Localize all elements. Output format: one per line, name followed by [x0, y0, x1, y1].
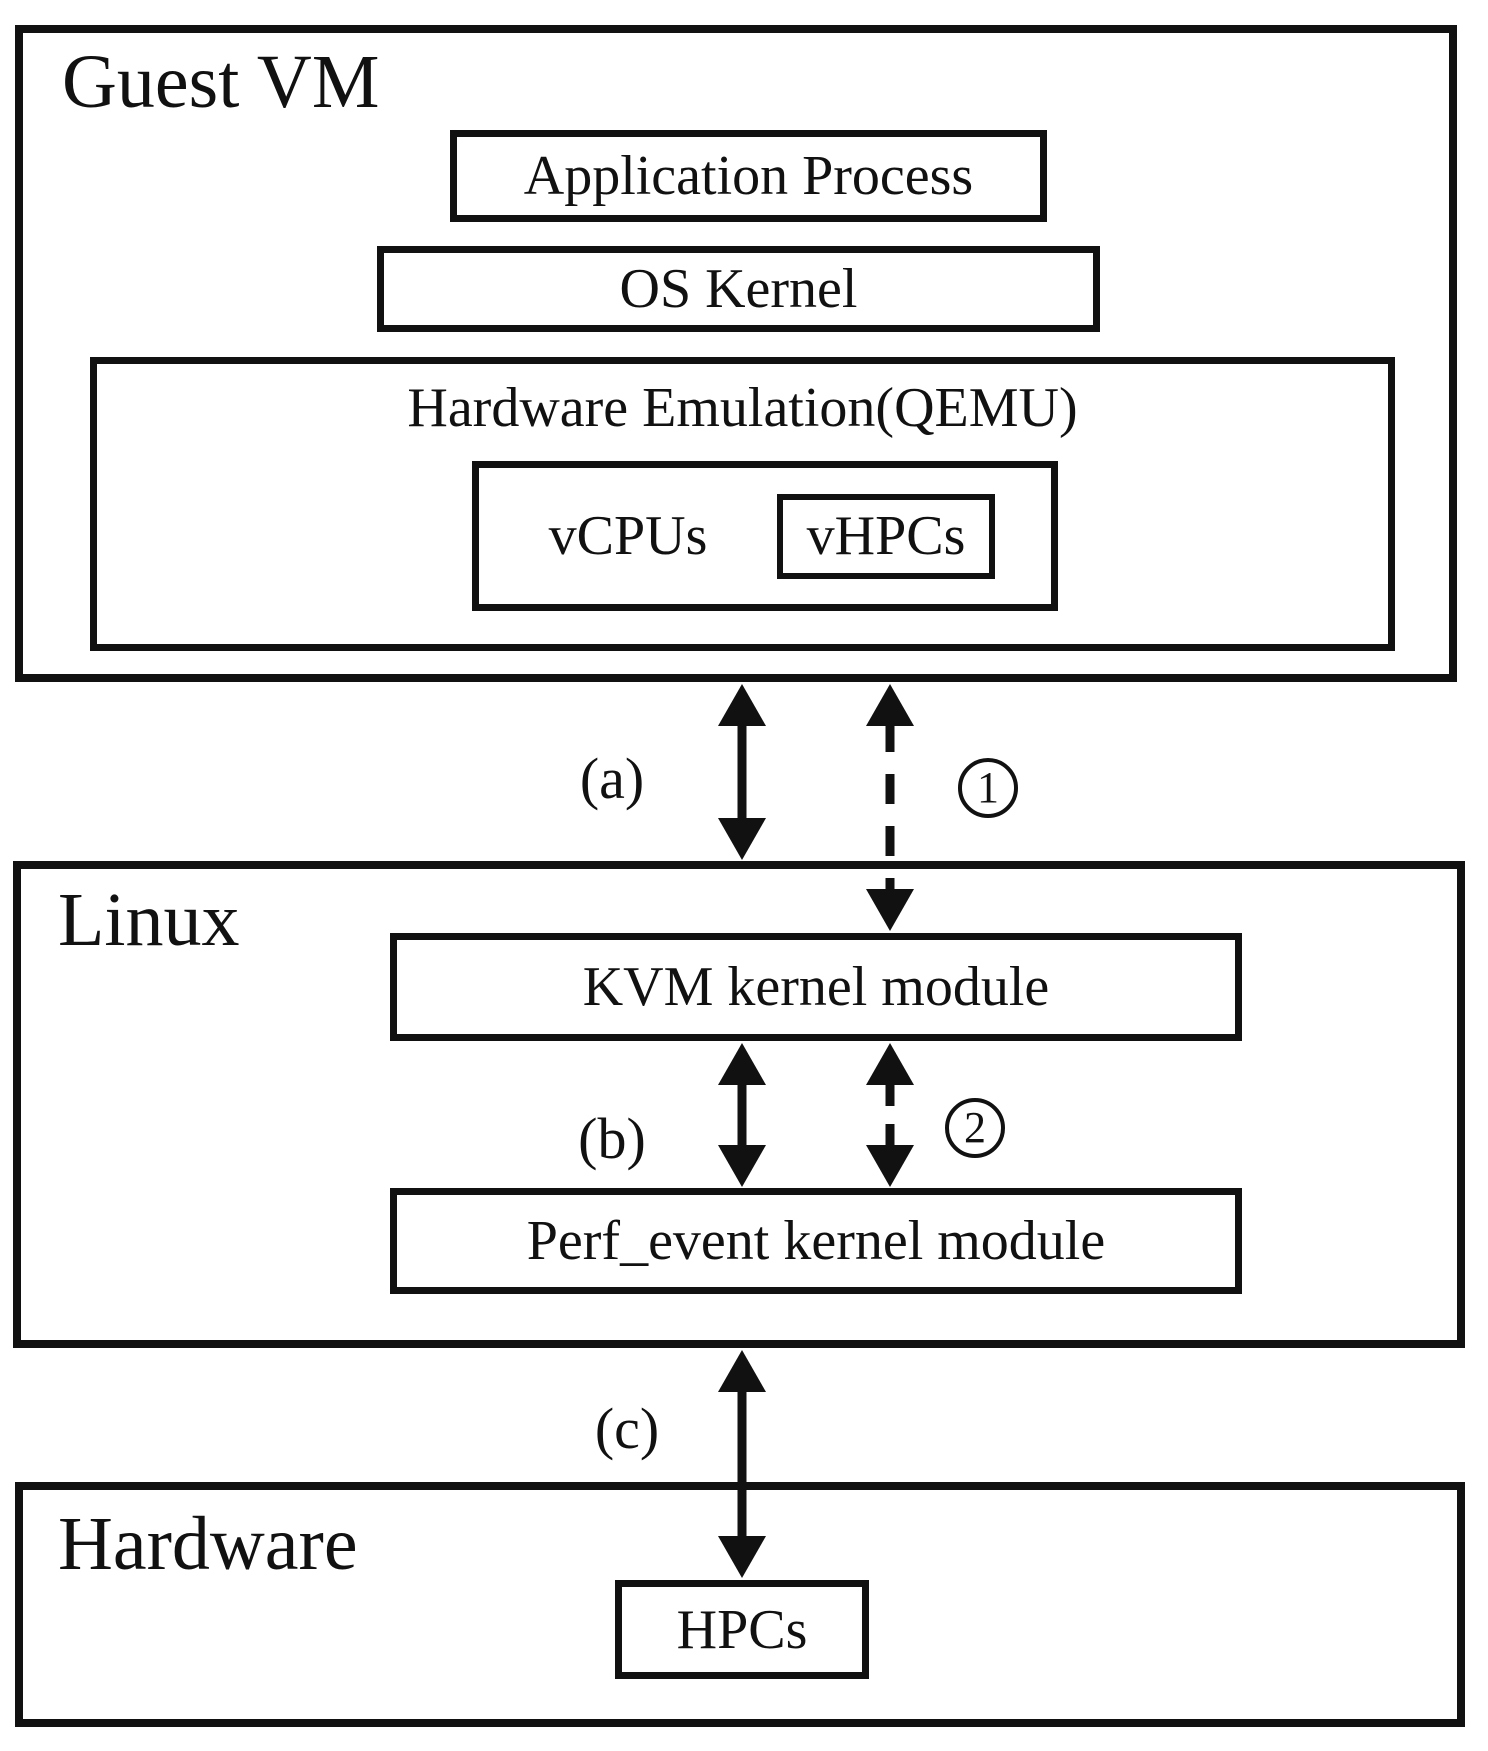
label-a: (a): [579, 746, 645, 811]
vcpus-box: vCPUs vHPCs: [472, 461, 1058, 611]
perf-event-kernel-module-label: Perf_event kernel module: [526, 1210, 1106, 1272]
hardware-title: Hardware: [58, 1502, 358, 1586]
kvm-kernel-module-box: KVM kernel module: [390, 933, 1242, 1041]
vcpus-label: vCPUs: [548, 505, 708, 567]
label-circled-1: 1: [958, 758, 1018, 818]
hpcs-label: HPCs: [676, 1598, 808, 1661]
label-b: (b): [578, 1106, 646, 1171]
os-kernel-label: OS Kernel: [619, 258, 858, 320]
os-kernel-box: OS Kernel: [377, 246, 1100, 332]
linux-title: Linux: [58, 878, 240, 962]
application-process-label: Application Process: [523, 145, 974, 207]
guest-vm-box: [15, 25, 1457, 682]
label-c: (c): [594, 1396, 660, 1461]
arrow-a: [718, 684, 766, 860]
vhpcs-box: vHPCs: [777, 493, 995, 579]
kvm-kernel-module-label: KVM kernel module: [582, 956, 1050, 1018]
guest-vm-title: Guest VM: [62, 40, 380, 124]
vhpcs-label: vHPCs: [806, 505, 966, 567]
linux-box: [13, 861, 1465, 1348]
perf-event-kernel-module-box: Perf_event kernel module: [390, 1188, 1242, 1294]
application-process-box: Application Process: [450, 130, 1047, 222]
hpcs-box: HPCs: [615, 1580, 869, 1679]
hardware-emulation-label: Hardware Emulation(QEMU): [407, 377, 1078, 439]
label-circled-2: 2: [945, 1098, 1005, 1158]
